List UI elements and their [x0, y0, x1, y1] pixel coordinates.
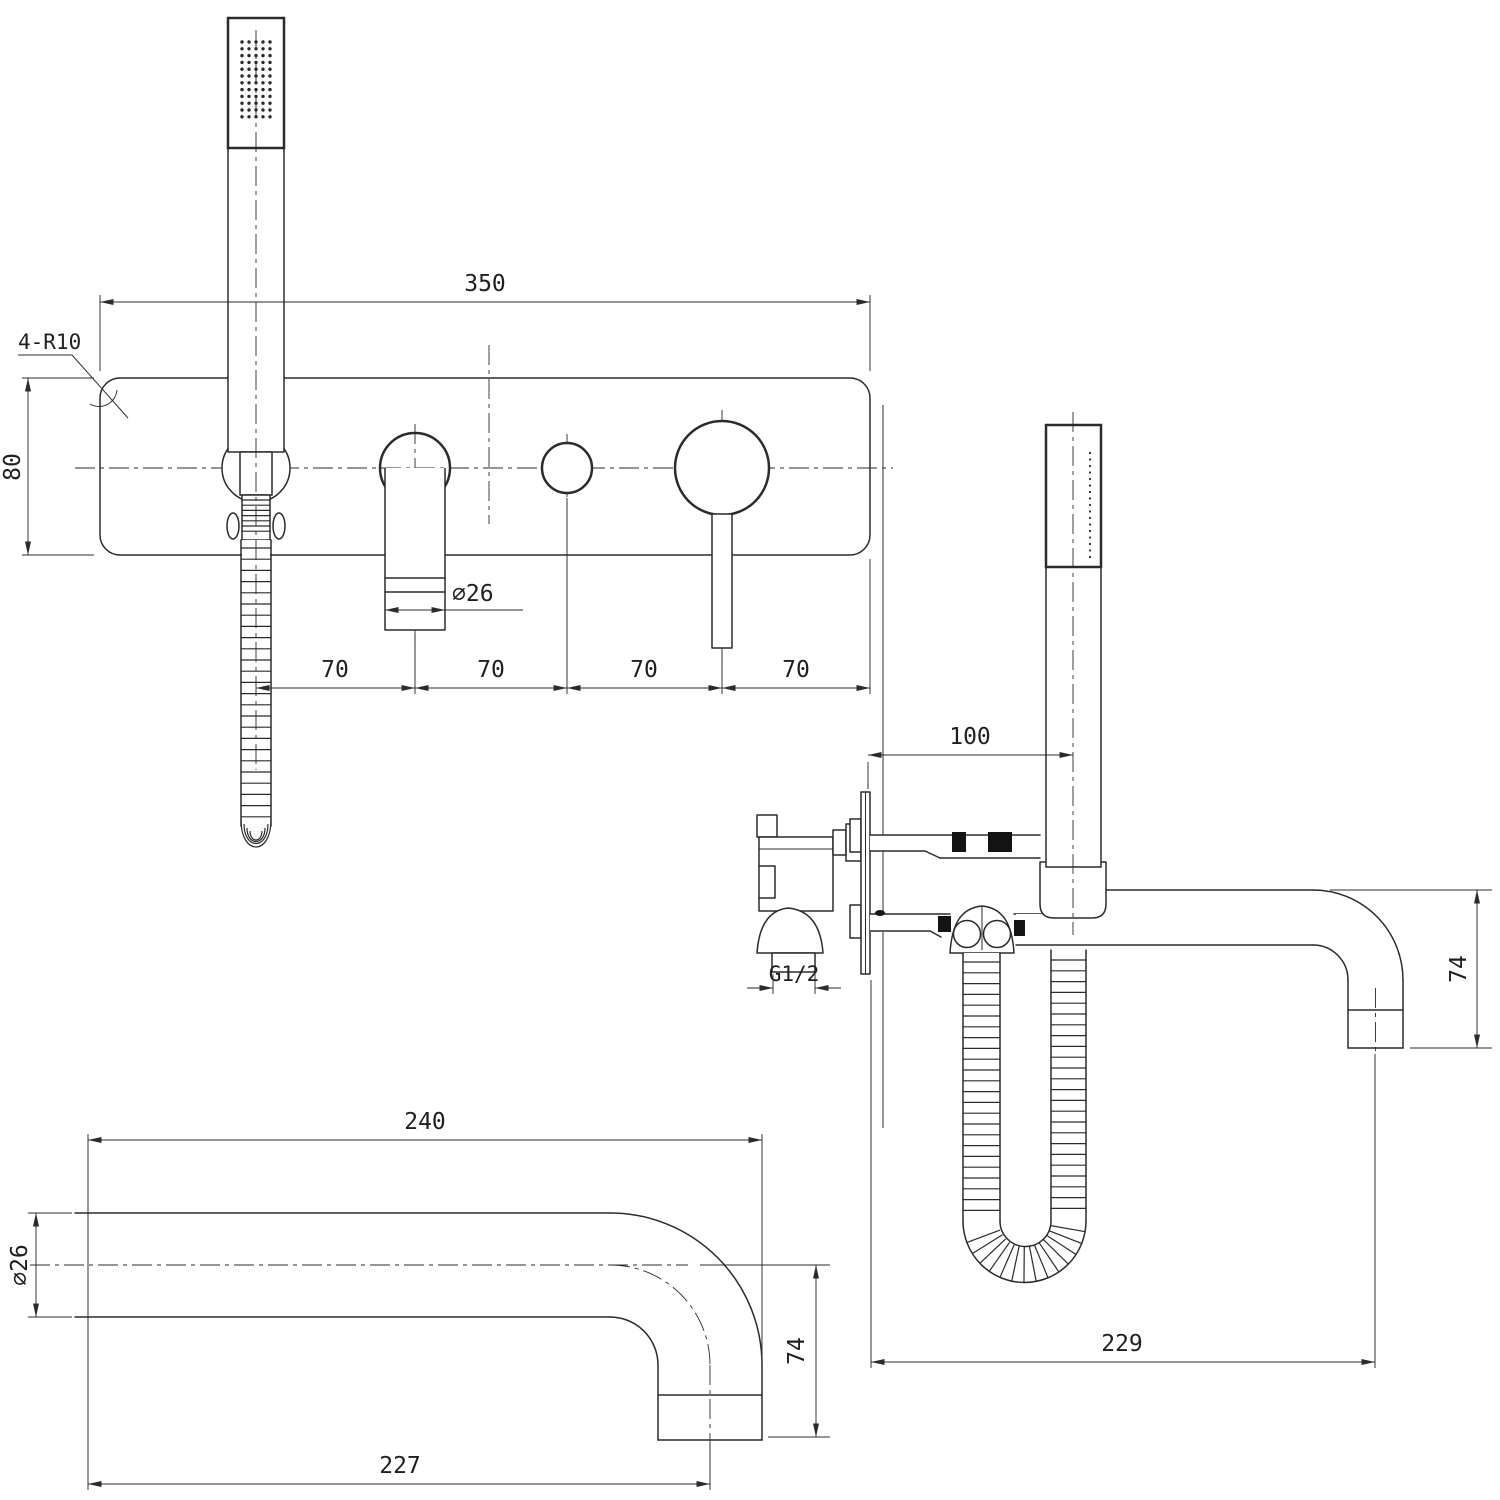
dim-350: 350 [99, 271, 871, 371]
dim-label-70-1: 70 [321, 657, 349, 683]
spray-strip [1088, 451, 1092, 559]
dim-corner-radius: 4-R10 [18, 330, 129, 419]
dim-label-227: 227 [379, 1453, 421, 1479]
holder-nut-right [272, 512, 286, 540]
dim-label-74-side: 74 [1446, 955, 1472, 983]
dim-diameter-front: ⌀26 [385, 581, 523, 613]
spout-front [378, 431, 452, 631]
lower-pipe-side [869, 910, 1101, 938]
seal-outlet [1014, 920, 1025, 936]
dim-label-100: 100 [949, 724, 991, 750]
spray-holes [240, 40, 272, 119]
dim-label-d26-spout: ⌀26 [7, 1244, 33, 1286]
wall-plate-front [99, 377, 871, 556]
dim-label-70-2: 70 [477, 657, 505, 683]
handset-front [221, 16, 291, 848]
seal-upper-1 [952, 832, 966, 852]
dim-80: 80 [0, 377, 94, 556]
dim-label-80: 80 [0, 453, 26, 481]
spout-outline [74, 1212, 763, 1441]
dim-label-74-spout: 74 [784, 1337, 810, 1365]
handset-head-side [1044, 423, 1103, 569]
dim-74-spout: 74 [700, 1264, 830, 1438]
spout-side [1015, 889, 1404, 1056]
inlet-port [771, 952, 816, 973]
dim-label-70-3: 70 [630, 657, 658, 683]
spout-centerline-arc [609, 1264, 711, 1366]
side-view: 100 G1/2 74 229 [747, 405, 1492, 1368]
handset-side [1039, 412, 1107, 935]
hose-outlet-side [949, 905, 1025, 954]
dim-spacing-70: 70 70 70 70 [256, 498, 871, 694]
inlet-dome [756, 907, 824, 954]
seal-lower [938, 916, 951, 932]
dim-74-side: 74 [1330, 889, 1492, 1049]
upper-pipe-side [869, 832, 1041, 859]
dim-label-g12: G1/2 [769, 962, 820, 986]
dim-label-229: 229 [1101, 1331, 1143, 1357]
dim-label-d26-front: ⌀26 [452, 581, 494, 607]
dim-227: 227 [88, 1443, 711, 1490]
dim-label-4r10: 4-R10 [18, 330, 81, 354]
mixer-lever-front [673, 419, 771, 649]
dim-229: 229 [870, 980, 1376, 1368]
dim-d26-spout: ⌀26 [7, 1212, 72, 1318]
front-view: 350 4-R10 80 ⌀26 70 [0, 16, 893, 848]
holder-nut-left [226, 512, 240, 540]
spout-detail-view: ⌀26 240 74 227 [7, 1109, 830, 1490]
dim-label-350: 350 [464, 271, 506, 297]
dim-label-70-4: 70 [782, 657, 810, 683]
dim-label-240: 240 [404, 1109, 446, 1135]
dim-g12: G1/2 [747, 962, 841, 994]
handset-handle-side [1045, 566, 1102, 868]
concealed-valve-side [756, 814, 862, 973]
dim-240: 240 [87, 1109, 763, 1490]
wall-plate-side [849, 791, 871, 975]
screw-head [875, 910, 885, 916]
dim-100: 100 [867, 724, 1073, 789]
seal-upper-2 [988, 832, 1012, 852]
shower-hose-side [962, 949, 1087, 1284]
diverter-knob-front [540, 441, 594, 495]
